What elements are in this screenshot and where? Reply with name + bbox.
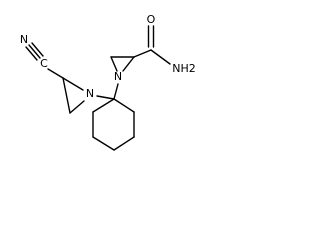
bond-cyclohexane-4: [92, 136, 115, 151]
structure-canvas: O NH2 N N C N: [0, 0, 214, 163]
bond-ring-top-to-n: [122, 56, 135, 72]
right-aziridine-nitrogen-label: N: [114, 70, 122, 83]
nitrile-nitrogen-label: N: [20, 33, 28, 46]
bond-ring-mid-to-n: [110, 56, 118, 72]
bond-c-nh2: [150, 49, 171, 65]
bond-nitrile-triple-a: [28, 44, 41, 59]
atom-labels: O NH2 N N C N: [20, 13, 196, 100]
bond-ring-to-nitrile-carbon: [47, 68, 64, 79]
bonds: [25, 25, 171, 151]
nitrile-carbon-label: C: [40, 57, 48, 70]
bond-n-to-quaternary-carbon: [113, 83, 119, 100]
bond-cyclohexane-3: [113, 136, 135, 151]
bond-carbonyl-ring-carbon: [133, 49, 152, 58]
bond-left-ring-side: [62, 77, 71, 114]
left-aziridine-nitrogen-label: N: [86, 87, 94, 100]
bond-cyclohexane-6: [92, 98, 115, 113]
bond-cyclohexane-1: [113, 98, 135, 113]
bond-quaternary-carbon-to-left-n: [96, 95, 115, 100]
bond-nitrile-triple-b: [31, 42, 44, 57]
oxygen-label: O: [147, 13, 156, 26]
molecule-structure: O NH2 N N C N: [20, 13, 196, 151]
bond-left-n-to-ring-top: [62, 77, 84, 91]
amide-nitrogen-label: NH2: [172, 62, 196, 75]
bond-left-n-to-ring-bottom: [69, 100, 85, 114]
bond-nitrile-triple-c: [25, 46, 38, 61]
